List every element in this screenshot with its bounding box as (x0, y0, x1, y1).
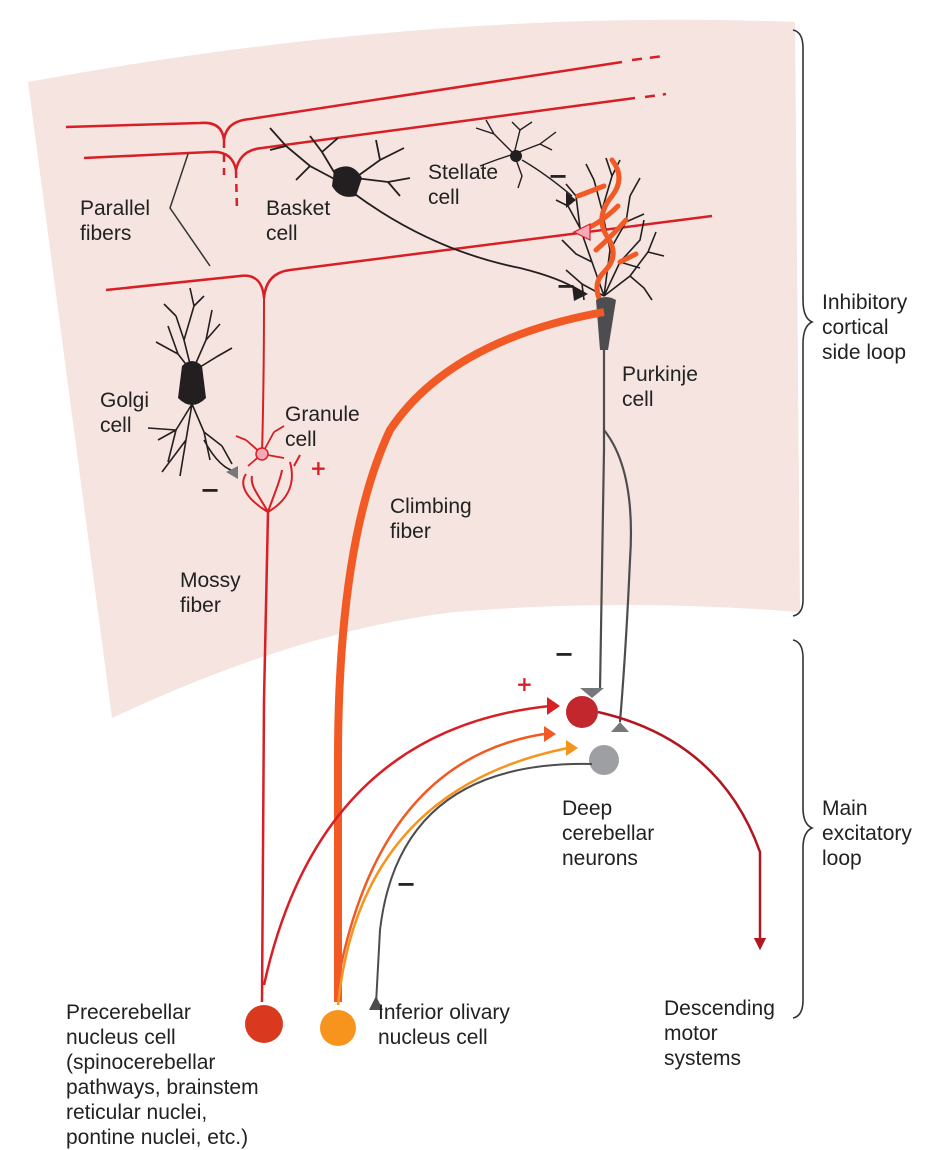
granule-cell-body (256, 448, 268, 460)
climbing-collateral-2 (338, 748, 568, 1005)
parallel-fibers-label: Parallel fibers (80, 196, 150, 246)
stellate-cell-label: Stellate cell (428, 160, 498, 210)
olivary-inhibitory-sign: − (396, 872, 416, 896)
inhibitory-cortical-side-loop-label: Inhibitory cortical side loop (822, 290, 907, 365)
mossy-collateral-terminal (547, 697, 560, 715)
stellate-inhibitory-sign: − (548, 164, 568, 188)
mossy-fiber-label: Mossy fiber (180, 568, 241, 618)
descending-motor-systems-label: Descending motor systems (664, 996, 775, 1071)
parallel-fiber-2-stub (236, 170, 237, 212)
climbing-collateral-terminal-2 (566, 740, 578, 756)
granule-excitatory-sign: + (310, 456, 327, 480)
deep-nucleus-excitatory-cell (566, 696, 598, 728)
golgi-soma (178, 361, 206, 405)
mossy-fiber-main (262, 700, 264, 1002)
stellate-soma (510, 150, 522, 162)
mossy-excitatory-sign: + (516, 672, 533, 696)
golgi-cell-label: Golgi cell (100, 388, 149, 438)
deep-cerebellar-neurons-label: Deep cerebellar neurons (562, 796, 654, 871)
golgi-inhibitory-sign: − (200, 478, 220, 502)
granule-cell-label: Granule cell (285, 402, 360, 452)
excitatory-loop-brace (793, 640, 812, 1018)
inferior-olivary-nucleus-cell (320, 1010, 356, 1046)
inferior-olivary-nucleus-cell-label: Inferior olivary nucleus cell (378, 1000, 510, 1050)
basket-cell-label: Basket cell (266, 196, 330, 246)
deep-nucleus-inhibitory-cell (589, 745, 619, 775)
purkinje-terminal-2 (611, 722, 629, 732)
climbing-collateral-terminal-1 (544, 726, 556, 742)
climbing-fiber-label: Climbing fiber (390, 494, 472, 544)
purkinje-cell-label: Purkinje cell (622, 362, 698, 412)
main-excitatory-loop-label: Main excitatory loop (822, 796, 912, 871)
basket-inhibitory-sign: − (556, 274, 576, 298)
purkinje-inhibitory-sign: − (554, 642, 574, 666)
